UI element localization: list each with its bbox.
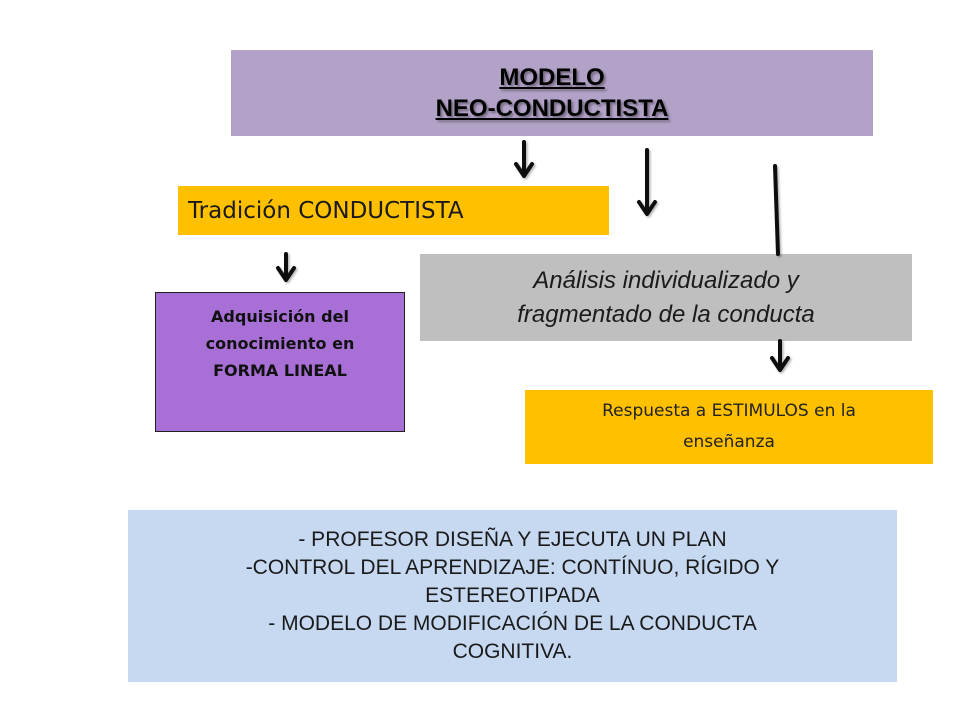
respuesta-estimulos-box: Respuesta a ESTIMULOS en la enseñanza	[525, 390, 933, 464]
title-line-1: MODELO	[499, 64, 605, 91]
analisis-individualizado-box: Análisis individualizado y fragmentado d…	[420, 254, 912, 341]
arrow-tradicion-to-adquisicion	[276, 252, 296, 282]
arrow-title-to-tradicion	[514, 140, 534, 178]
tradicion-conductista-label: Tradición CONDUCTISTA	[188, 197, 464, 224]
arrow-title-to-respuesta	[770, 164, 790, 372]
title-line-2: NEO-CONDUCTISTA	[435, 95, 669, 122]
summary-label: - PROFESOR DISEÑA Y EJECUTA UN PLAN -CON…	[245, 528, 780, 663]
summary-box: - PROFESOR DISEÑA Y EJECUTA UN PLAN -CON…	[128, 510, 897, 682]
title-box: MODELO NEO-CONDUCTISTA	[231, 50, 873, 136]
tradicion-conductista-box: Tradición CONDUCTISTA	[178, 186, 609, 235]
analisis-individualizado-label: Análisis individualizado y fragmentado d…	[517, 266, 815, 328]
respuesta-estimulos-label: Respuesta a ESTIMULOS en la enseñanza	[602, 401, 856, 452]
adquisicion-conocimiento-box: Adquisición del conocimiento en FORMA LI…	[155, 292, 405, 432]
adquisicion-conocimiento-label: Adquisición del conocimiento en FORMA LI…	[205, 307, 355, 380]
arrow-title-to-analisis	[637, 148, 657, 216]
